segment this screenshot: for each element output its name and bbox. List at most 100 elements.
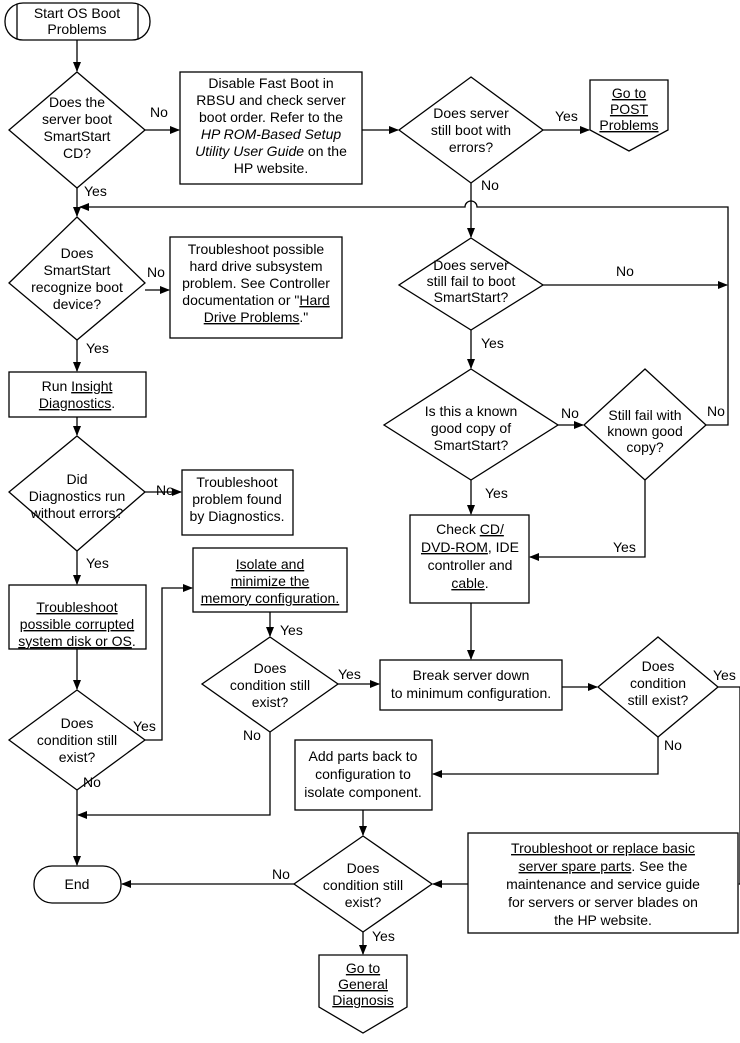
text-line: RBSU and check server — [196, 92, 346, 108]
text-line[interactable]: Go to — [346, 960, 380, 976]
text-line: the HP website. — [554, 912, 652, 928]
text-line: exist? — [252, 694, 289, 710]
text-line: isolate component. — [304, 784, 422, 800]
text-line: SmartStart? — [434, 289, 509, 305]
text-line: configuration to — [315, 766, 411, 782]
break-server-text: Break server down to minimum configuratio… — [391, 667, 551, 701]
process-troubleshoot-hard-drive — [169, 236, 343, 339]
text-line[interactable]: Troubleshoot — [36, 599, 117, 615]
text-line: Does — [254, 660, 287, 676]
text-line[interactable]: CD/ — [480, 521, 504, 537]
offpage-go-to-general-diagnosis — [318, 954, 408, 1034]
text-line: condition still — [37, 732, 117, 748]
edge-labels: No Yes Yes No No No Yes Yes No No No Yes… — [83, 104, 736, 944]
text-line: Does server — [433, 105, 509, 121]
text-line: , IDE — [488, 539, 519, 555]
text-line[interactable]: possible corrupted — [20, 616, 134, 632]
text-line[interactable]: Isolate and — [236, 556, 305, 572]
edge-label-yes: Yes — [613, 539, 636, 555]
text-line[interactable]: memory configuration. — [201, 590, 340, 606]
edge-label-yes: Yes — [280, 622, 303, 638]
text-line: Problems — [47, 21, 106, 37]
text-line[interactable]: Go to — [612, 85, 646, 101]
text-line: device? — [53, 296, 101, 312]
process-check-cd-dvd — [409, 514, 530, 604]
text-line: SmartStart — [44, 128, 111, 144]
process-troubleshoot-spare-parts — [467, 832, 739, 934]
process-disable-fast-boot — [179, 71, 363, 185]
text-line: good copy of — [431, 420, 511, 436]
text-line[interactable]: Problems — [599, 117, 658, 133]
text-line: controller and — [428, 557, 513, 573]
text-line: Break server down — [413, 667, 530, 683]
text-line: recognize boot — [31, 279, 123, 295]
text-line: documentation or " — [182, 292, 299, 308]
process-troubleshoot-disk — [8, 584, 147, 650]
text-line: Check — [436, 521, 480, 537]
text-line: condition — [630, 675, 686, 691]
text-line: . — [132, 633, 136, 649]
edge-label-no: No — [664, 737, 682, 753]
text-line: Does — [61, 715, 94, 731]
text-line: Start OS Boot — [34, 5, 120, 21]
connectors — [73, 40, 740, 955]
text-line[interactable]: server spare parts — [519, 858, 632, 874]
text-line: HP ROM-Based Setup — [201, 126, 342, 142]
text-line[interactable]: Hard — [299, 292, 329, 308]
text-line: Does — [61, 245, 94, 261]
edge-label-no: No — [561, 405, 579, 421]
text-line[interactable]: Drive Problems — [204, 309, 300, 325]
text-line: hard drive subsystem — [189, 258, 322, 274]
text-line: SmartStart — [44, 262, 111, 278]
text-line: End — [65, 876, 90, 892]
text-line: copy? — [626, 439, 664, 455]
text-line: Does — [347, 860, 380, 876]
text-line[interactable]: Diagnostics — [39, 395, 111, 411]
text-line[interactable]: General — [338, 976, 388, 992]
text-line[interactable]: Troubleshoot or replace basic — [511, 840, 695, 856]
process-troubleshoot-diagnostics — [181, 469, 294, 536]
text-line: to minimum configuration. — [391, 685, 551, 701]
offpage-go-to-post — [589, 79, 669, 152]
text-line[interactable]: DVD-ROM — [421, 539, 488, 555]
troubleshoot-spare-text: Troubleshoot or replace basic server spar… — [506, 840, 700, 928]
text-line[interactable]: system disk or OS — [18, 633, 132, 649]
edge-label-yes: Yes — [86, 555, 109, 571]
process-isolate-memory — [192, 547, 348, 613]
text-line[interactable]: minimize the — [231, 573, 310, 589]
text-line: HP website. — [234, 160, 308, 176]
text-line[interactable]: Insight — [71, 378, 112, 394]
text-line: Troubleshoot — [196, 474, 277, 490]
text-line[interactable]: POST — [610, 101, 649, 117]
text-line: Troubleshoot possible — [188, 241, 325, 257]
text-line: errors? — [449, 139, 494, 155]
edge-label-yes: Yes — [133, 718, 156, 734]
edge-label-yes: Yes — [481, 335, 504, 351]
text-line: problem. See Controller — [182, 275, 330, 291]
edge-label-no: No — [707, 403, 725, 419]
text-line[interactable]: cable — [451, 575, 485, 591]
edge-label-yes: Yes — [555, 108, 578, 124]
text-line: Does server — [433, 257, 509, 273]
edge-label-yes: Yes — [372, 928, 395, 944]
edge-label-yes: Yes — [485, 485, 508, 501]
text-line[interactable]: Diagnosis — [332, 992, 393, 1008]
edge-label-no: No — [150, 104, 168, 120]
text-line: by Diagnostics. — [190, 508, 285, 524]
text-line: Disable Fast Boot in — [208, 75, 333, 91]
text-line: on the — [304, 143, 347, 159]
